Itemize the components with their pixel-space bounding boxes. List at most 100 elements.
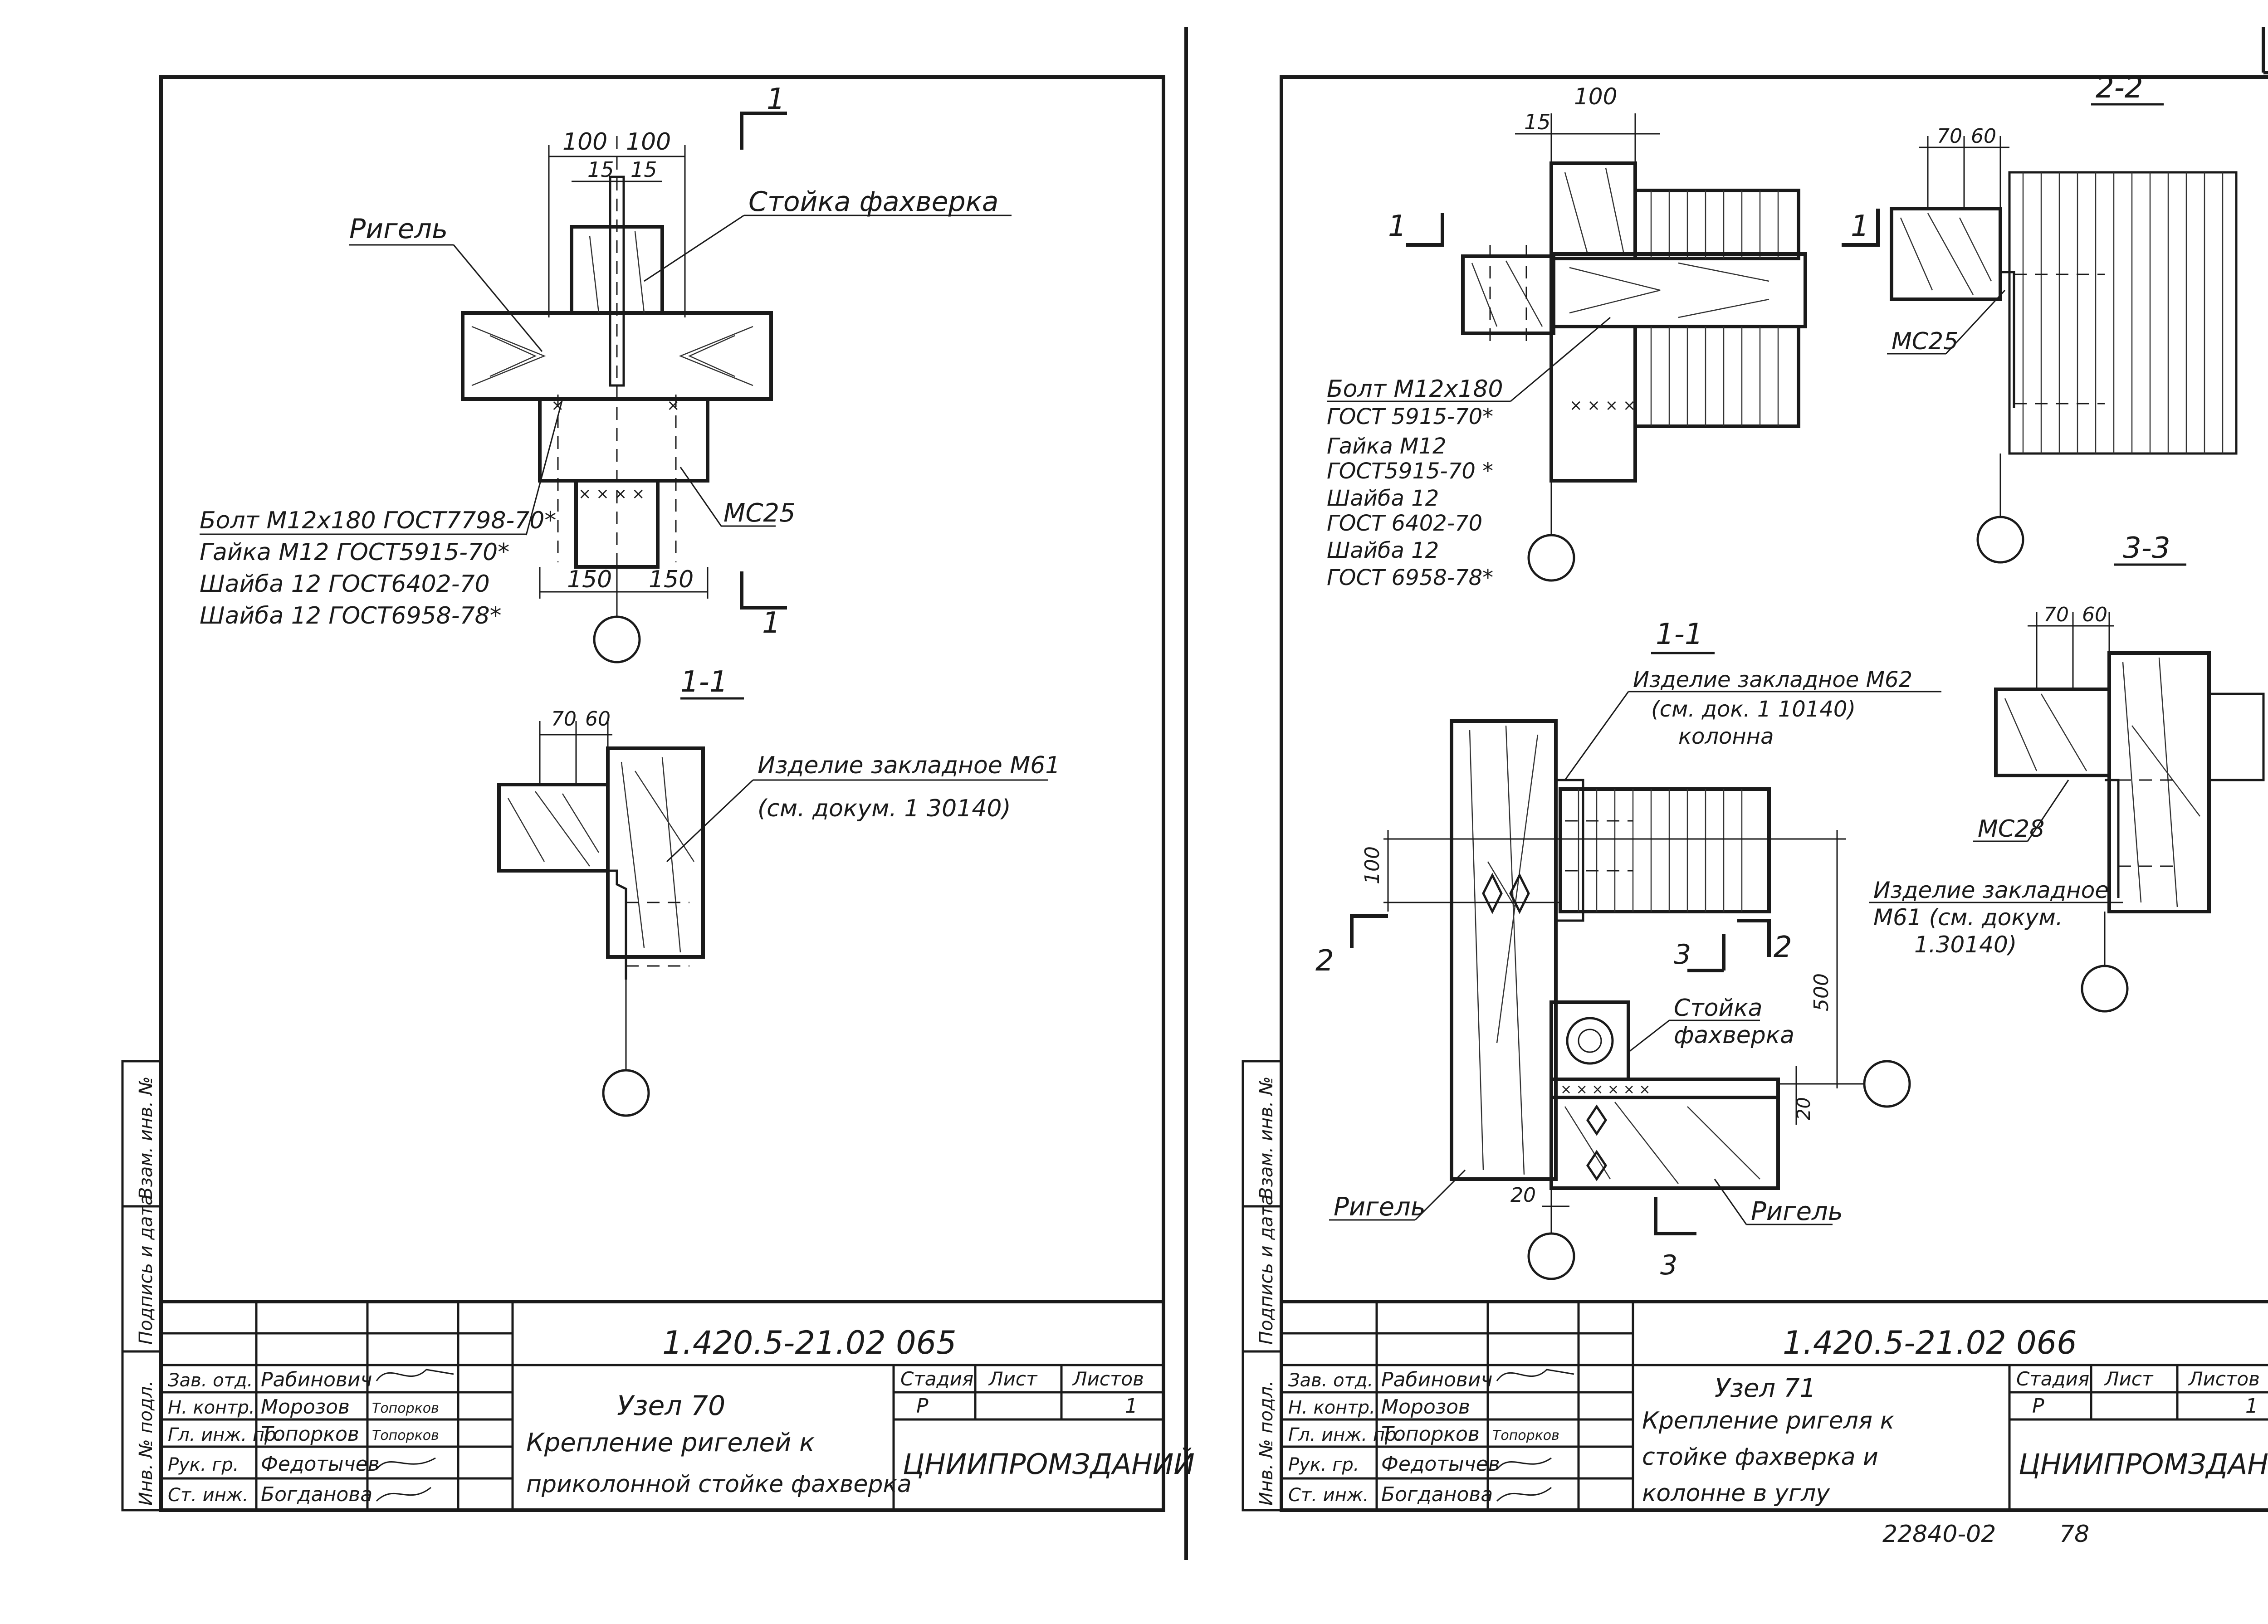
left-title-block: 1.420.5-21.02 065 Зав. отд. Н. контр. Гл… bbox=[159, 1300, 1195, 1512]
stage-value: Р bbox=[916, 1395, 929, 1418]
dim-100-top: 100 bbox=[1574, 83, 1617, 110]
section-3-3: 3-3 70 60 МС28 Изделие закладное М61 (см… bbox=[1869, 532, 2265, 1013]
note-33-line3: 1.30140) bbox=[1914, 931, 2017, 958]
left-side-stamp: Инв. № подл. Подпись и дата Взам. инв. № bbox=[121, 1060, 162, 1512]
role-4: Рук. гр. bbox=[168, 1454, 239, 1475]
name-4: Федотычев bbox=[261, 1453, 380, 1476]
dim-20: 20 bbox=[1510, 1184, 1536, 1207]
desc-r-3: колонне в углу bbox=[1642, 1480, 1830, 1507]
rigel-section bbox=[497, 783, 610, 873]
axis-marker bbox=[593, 615, 641, 663]
rigel-plan-bottom bbox=[1549, 1096, 1780, 1190]
cut-3-top: 3 bbox=[1674, 939, 1691, 970]
sheets-value-r: 1 bbox=[2245, 1395, 2258, 1418]
right-frame bbox=[1280, 75, 2268, 1512]
label-stoyka-2: фахверка bbox=[1674, 1022, 1794, 1049]
signature-scribble-5 bbox=[376, 1487, 431, 1502]
cut-mark-bottom: 1 bbox=[762, 606, 781, 640]
name-3: Топорков bbox=[261, 1423, 359, 1446]
node-70-elevation: × × × × × × 100 100 15 15 150 150 1 bbox=[200, 83, 1012, 663]
signature-scribble-4 bbox=[376, 1457, 436, 1470]
dim-70: 70 bbox=[551, 707, 577, 731]
stoyka-plan bbox=[1549, 1000, 1630, 1081]
label-stoyka-1: Стойка bbox=[1674, 995, 1762, 1022]
dim-60-33: 60 bbox=[2082, 603, 2107, 626]
dim-100-left: 100 bbox=[562, 128, 607, 156]
signature-r-scribble-4 bbox=[1496, 1457, 1552, 1470]
role-2: Н. контр. bbox=[168, 1397, 255, 1418]
bolt-line-2: Гайка М12 ГОСТ5915-70* bbox=[200, 539, 509, 566]
section-title-2-2: 2-2 bbox=[2096, 71, 2143, 105]
header-sheets-r: Листов bbox=[2188, 1368, 2260, 1390]
dim-60: 60 bbox=[585, 707, 611, 731]
role-r-4: Рук. гр. bbox=[1288, 1454, 1359, 1475]
cut-2-left: 2 bbox=[1315, 944, 1334, 978]
doc-code: 1.420.5-21.02 065 bbox=[662, 1324, 957, 1361]
header-sheet: Лист bbox=[988, 1368, 1038, 1390]
column-33 bbox=[2107, 651, 2211, 913]
svg-text:× × × ×: × × × × bbox=[1569, 396, 1636, 415]
signature-r-scribble-1 bbox=[1496, 1369, 1574, 1381]
stoyka-bolt-circle bbox=[1566, 1017, 1614, 1065]
stamp-vzam: Взам. инв. № bbox=[136, 1076, 156, 1200]
dim-15-top: 15 bbox=[1524, 110, 1551, 134]
plan-1-1: 1-1 Изделие закладное М62 (см. док. 1 10… bbox=[1315, 618, 1941, 1281]
column-section bbox=[606, 746, 705, 959]
name-r-4: Федотычев bbox=[1381, 1453, 1500, 1476]
desc-r-2: стойке фахверка и bbox=[1642, 1444, 1878, 1471]
svg-text:× × × × × ×: × × × × × × bbox=[1560, 1082, 1651, 1097]
label-rigel: Ригель bbox=[349, 213, 448, 245]
org-name: ЦНИИПРОМЗДАНИЙ bbox=[903, 1447, 1195, 1481]
bolt-r-7: Шайба 12 bbox=[1327, 538, 1439, 563]
section-title-1-1: 1-1 bbox=[680, 665, 728, 699]
desc-line-2: приколонной стойке фахверка bbox=[526, 1471, 912, 1498]
label-mc28: МС28 bbox=[1978, 815, 2044, 843]
header-sheets: Листов bbox=[1072, 1368, 1144, 1390]
bolt-r-8: ГОСТ 6958-78* bbox=[1327, 565, 1493, 590]
bolt-line-3: Шайба 12 ГОСТ6402-70 bbox=[200, 571, 490, 598]
dim-150-left: 150 bbox=[567, 566, 612, 593]
stamp-podpis: Подпись и дата bbox=[136, 1195, 156, 1345]
label-rigel-left: Ригель bbox=[1334, 1192, 1426, 1222]
post-bottom-box bbox=[538, 397, 709, 483]
name-r-3: Топорков bbox=[1381, 1423, 1480, 1446]
beam-stub-33 bbox=[2208, 693, 2265, 781]
bracket-block bbox=[1461, 254, 1555, 335]
rigel-upper bbox=[1549, 252, 1807, 328]
dim-20-vert: 20 bbox=[1794, 1097, 1814, 1120]
left-sheet: Инв. № подл. Подпись и дата Взам. инв. №… bbox=[121, 75, 1195, 1512]
right-title-block: 1.420.5-21.02 066 Зав. отд. Н. контр. Гл… bbox=[1280, 1300, 2268, 1512]
org-name-r: ЦНИИПРОМЗДАНИЙ bbox=[2019, 1447, 2268, 1481]
dim-15-left: 15 bbox=[587, 157, 614, 182]
note-m61-line1: Изделие закладное М61 bbox=[758, 752, 1060, 779]
node-title-r: Узел 71 bbox=[1715, 1374, 1816, 1403]
plan-note-2: (см. док. 1 10140) bbox=[1651, 697, 1856, 722]
role-r-1: Зав. отд. bbox=[1288, 1370, 1373, 1391]
role-r-5: Ст. инж. bbox=[1288, 1485, 1369, 1506]
bolt-line-4: Шайба 12 ГОСТ6958-78* bbox=[200, 602, 502, 629]
name-r-1: Рабинович bbox=[1381, 1368, 1492, 1391]
note-33-line1: Изделие закладное bbox=[1873, 877, 2109, 903]
bolt-r-4: ГОСТ5915-70 * bbox=[1327, 458, 1493, 484]
stage-value-r: Р bbox=[2032, 1395, 2044, 1418]
role-r-2: Н. контр. bbox=[1288, 1397, 1375, 1418]
column-hatch-22 bbox=[2008, 171, 2238, 455]
note-33-line2: М61 (см. докум. bbox=[1873, 904, 2063, 931]
stamp-inv-podl: Инв. № подл. bbox=[136, 1380, 156, 1506]
cut-2-right: 2 bbox=[1774, 931, 1792, 964]
footer-number: 22840-02 bbox=[1882, 1521, 1996, 1548]
bolt-line-1: Болт М12х180 ГОСТ7798-70* bbox=[200, 507, 556, 534]
role-3: Гл. инж. пр. bbox=[168, 1424, 282, 1445]
bolt-r-6: ГОСТ 6402-70 bbox=[1327, 511, 1482, 536]
plan-title-1-1: 1-1 bbox=[1656, 618, 1703, 651]
role-5: Ст. инж. bbox=[168, 1485, 249, 1506]
label-mc25: МС25 bbox=[723, 498, 796, 528]
role-r-3: Гл. инж. пр. bbox=[1288, 1424, 1402, 1445]
dim-100-right: 100 bbox=[626, 128, 671, 156]
label-rigel-right: Ригель bbox=[1751, 1197, 1843, 1226]
svg-text:× × × ×: × × × × bbox=[578, 485, 645, 503]
dim-70-22: 70 bbox=[1937, 125, 1962, 148]
stamp-vzam-r: Взам. инв. № bbox=[1256, 1076, 1277, 1200]
